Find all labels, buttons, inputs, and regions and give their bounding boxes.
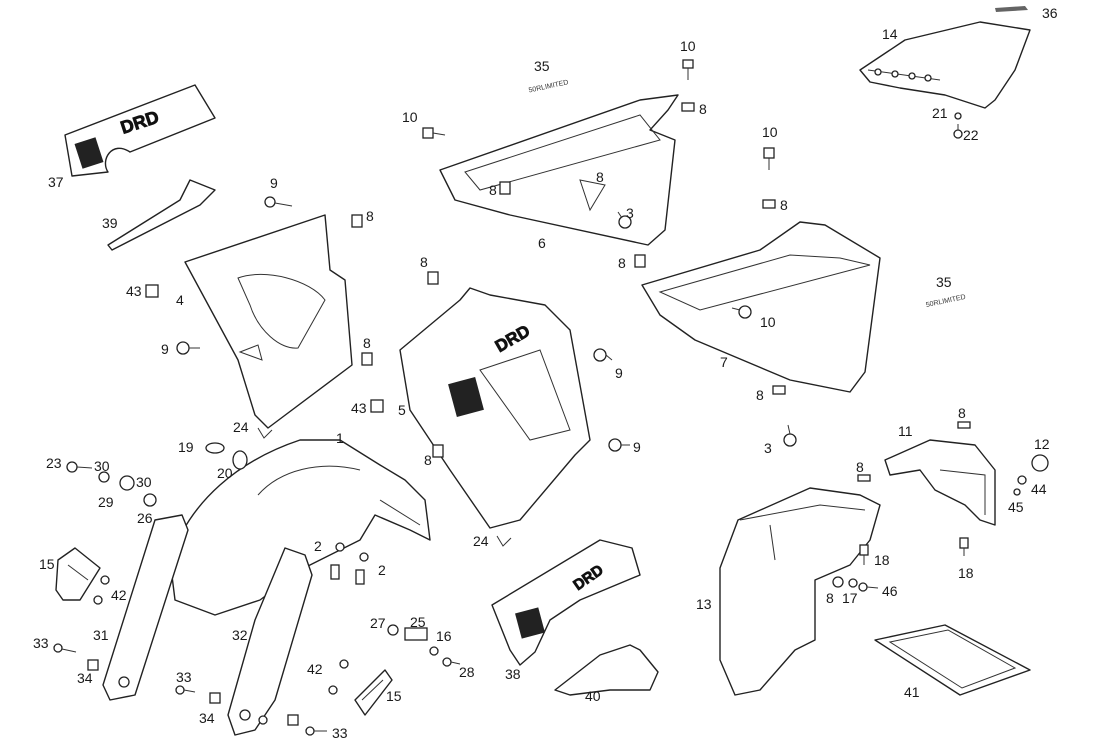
front-fender-1 — [169, 439, 431, 616]
callout: 37 — [48, 174, 64, 190]
callout: 16 — [436, 628, 452, 644]
callout: 46 — [882, 583, 898, 599]
bag-41 — [874, 624, 1031, 696]
part-39 — [107, 179, 216, 251]
side-panel-4 — [184, 214, 353, 429]
callout: 30 — [94, 458, 110, 474]
callout: 8 — [489, 182, 497, 198]
callout: 27 — [370, 615, 386, 631]
callout: 35 — [936, 274, 952, 290]
callout: 12 — [1034, 436, 1050, 452]
callouts: 1 2 2 3 3 4 5 6 7 8 8 8 8 8 8 8 8 8 8 8 … — [33, 5, 1058, 741]
callout: 30 — [136, 474, 152, 490]
callout: 8 — [420, 254, 428, 270]
callout: 11 — [898, 423, 913, 439]
callout: 8 — [699, 101, 707, 117]
seat-14 — [859, 21, 1031, 109]
side-cover-6 — [439, 94, 679, 246]
callout: 43 — [126, 283, 142, 299]
callout: 13 — [696, 596, 712, 612]
callout: 3 — [626, 205, 634, 221]
callout: 21 — [932, 105, 948, 121]
callout: 41 — [904, 684, 920, 700]
callout: 9 — [633, 439, 641, 455]
callout: 9 — [161, 341, 169, 357]
callout: 34 — [77, 670, 93, 686]
callout: 18 — [874, 552, 890, 568]
callout: 2 — [378, 562, 386, 578]
hardware — [53, 59, 1049, 736]
callout: 10 — [760, 314, 776, 330]
callout: 8 — [363, 335, 371, 351]
side-panel-5: DRD — [399, 287, 591, 529]
plate-15-left — [55, 547, 101, 601]
callout: 15 — [39, 556, 55, 572]
callout: 39 — [102, 215, 118, 231]
callout: 2 — [314, 538, 322, 554]
callout: 26 — [137, 510, 153, 526]
callout: 1 — [336, 430, 344, 446]
callout: 19 — [178, 439, 194, 455]
callout: 8 — [826, 590, 834, 606]
callout: 9 — [270, 175, 278, 191]
callout: 24 — [233, 419, 249, 435]
callout: 20 — [217, 465, 233, 481]
callout: 8 — [856, 459, 864, 475]
rear-fender-13 — [719, 487, 881, 696]
callout: 3 — [764, 440, 772, 456]
fork-guard-31 — [102, 514, 189, 701]
callout: 23 — [46, 455, 62, 471]
callout: 33 — [176, 669, 192, 685]
fork-guard-32 — [227, 547, 313, 736]
callout: 33 — [33, 635, 49, 651]
decal-35-top: 50RLIMITED — [528, 79, 569, 94]
callout: 25 — [410, 614, 426, 630]
callout: 10 — [680, 38, 696, 54]
callout: 22 — [963, 127, 979, 143]
callout: 28 — [459, 664, 475, 680]
callout: 33 — [332, 725, 348, 741]
callout: 8 — [756, 387, 764, 403]
callout: 6 — [538, 235, 546, 251]
bracket-11 — [884, 439, 996, 526]
decal-37: DRD — [64, 84, 216, 177]
part-40 — [554, 644, 659, 696]
callout: 8 — [958, 405, 966, 421]
part-36 — [995, 6, 1028, 12]
callout: 10 — [402, 109, 418, 125]
callout: 35 — [534, 58, 550, 74]
decal-38: DRD — [491, 539, 641, 666]
callout: 42 — [307, 661, 323, 677]
callout: 36 — [1042, 5, 1058, 21]
callout: 15 — [386, 688, 402, 704]
callout: 24 — [473, 533, 489, 549]
callout: 34 — [199, 710, 215, 726]
callout: 8 — [366, 208, 374, 224]
callout: 8 — [618, 255, 626, 271]
callout: 5 — [398, 402, 406, 418]
callout: 45 — [1008, 499, 1024, 515]
callout: 7 — [720, 354, 728, 370]
callout: 8 — [424, 452, 432, 468]
callout: 18 — [958, 565, 974, 581]
plate-15-right — [354, 669, 393, 716]
callout: 43 — [351, 400, 367, 416]
side-cover-7 — [641, 221, 881, 393]
callout: 29 — [98, 494, 114, 510]
callout: 31 — [93, 627, 109, 643]
callout: 32 — [232, 627, 248, 643]
callout: 17 — [842, 590, 858, 606]
callout: 9 — [615, 365, 623, 381]
callout: 8 — [596, 169, 604, 185]
callout: 40 — [585, 688, 601, 704]
callout: 38 — [505, 666, 521, 682]
callout: 10 — [762, 124, 778, 140]
callout: 44 — [1031, 481, 1047, 497]
decal-35-right: 50RLIMITED — [925, 294, 966, 309]
callout: 42 — [111, 587, 127, 603]
callout: 8 — [780, 197, 788, 213]
callout: 14 — [882, 26, 898, 42]
callout: 4 — [176, 292, 184, 308]
